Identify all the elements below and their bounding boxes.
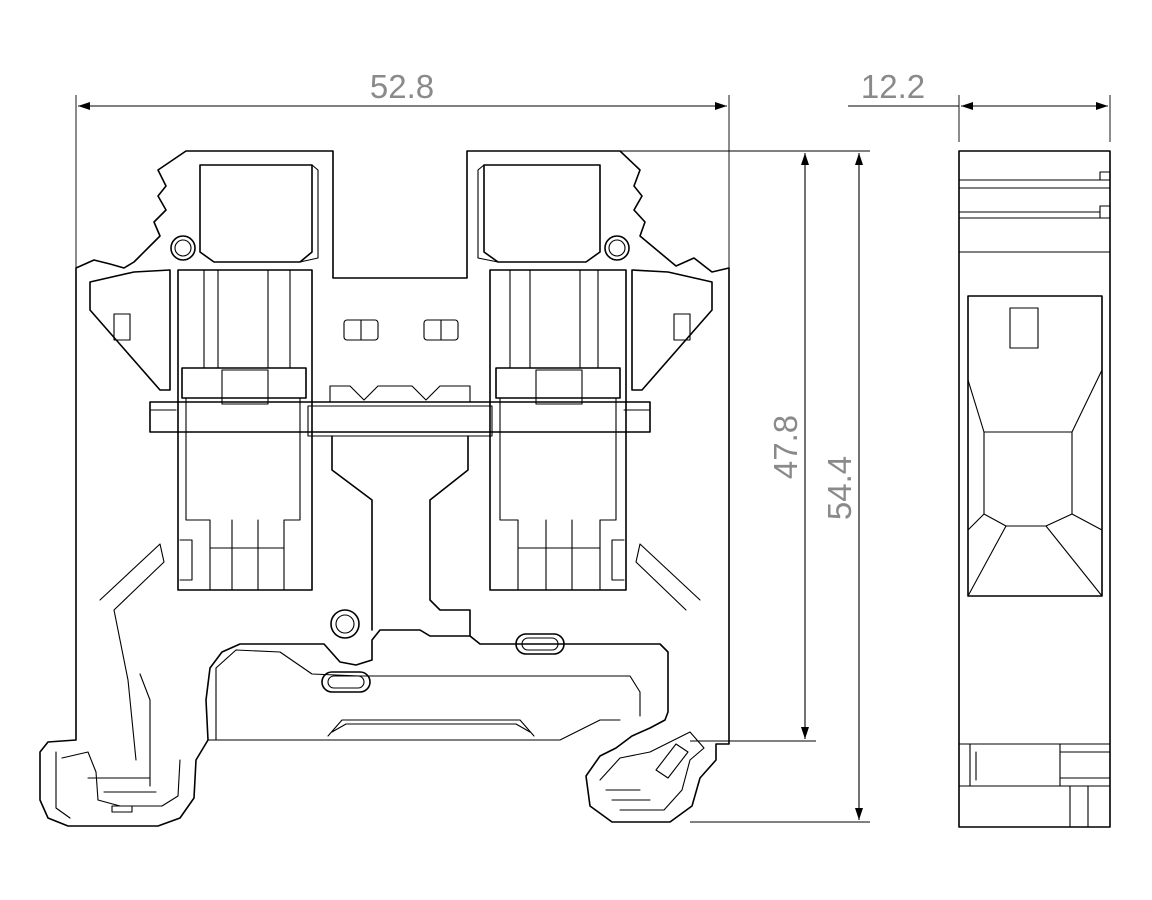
dimension-width-12-2: 12.2	[848, 68, 1111, 142]
hole-bottom	[330, 609, 360, 639]
side-bottom-latch	[969, 743, 1061, 787]
front-view	[39, 150, 730, 827]
clamp-cavity-right	[489, 269, 627, 591]
side-outline	[958, 150, 1111, 828]
foot-right-inner	[599, 731, 705, 811]
wire-entry-left	[199, 164, 313, 263]
side-slot	[1009, 307, 1039, 349]
dimension-height-54-4: 54.4	[690, 150, 870, 823]
side-wing-right	[631, 269, 713, 391]
wire-entry-right	[483, 164, 601, 263]
center-channel	[331, 435, 471, 637]
clamp-cavity-left	[177, 269, 313, 591]
foot-left-inner	[61, 751, 181, 807]
dimension-label-54-4: 54.4	[821, 456, 858, 520]
hole-top-left	[170, 235, 196, 261]
oval-slot-right	[515, 633, 565, 655]
side-inner-panel	[967, 295, 1103, 597]
oval-slot-left	[321, 671, 371, 693]
dimension-label-12-2: 12.2	[861, 68, 925, 105]
dimension-label-47-8: 47.8	[767, 415, 804, 479]
base-inner-profile	[99, 543, 165, 761]
hole-top-right	[604, 235, 630, 261]
dimension-label-52-8: 52.8	[370, 68, 434, 105]
side-wing-left	[89, 269, 171, 391]
side-view	[958, 150, 1111, 828]
busbar	[149, 401, 651, 433]
dimension-width-52-8: 52.8	[75, 68, 730, 268]
housing-outline	[39, 150, 730, 827]
dimension-height-47-8: 47.8	[620, 150, 816, 742]
